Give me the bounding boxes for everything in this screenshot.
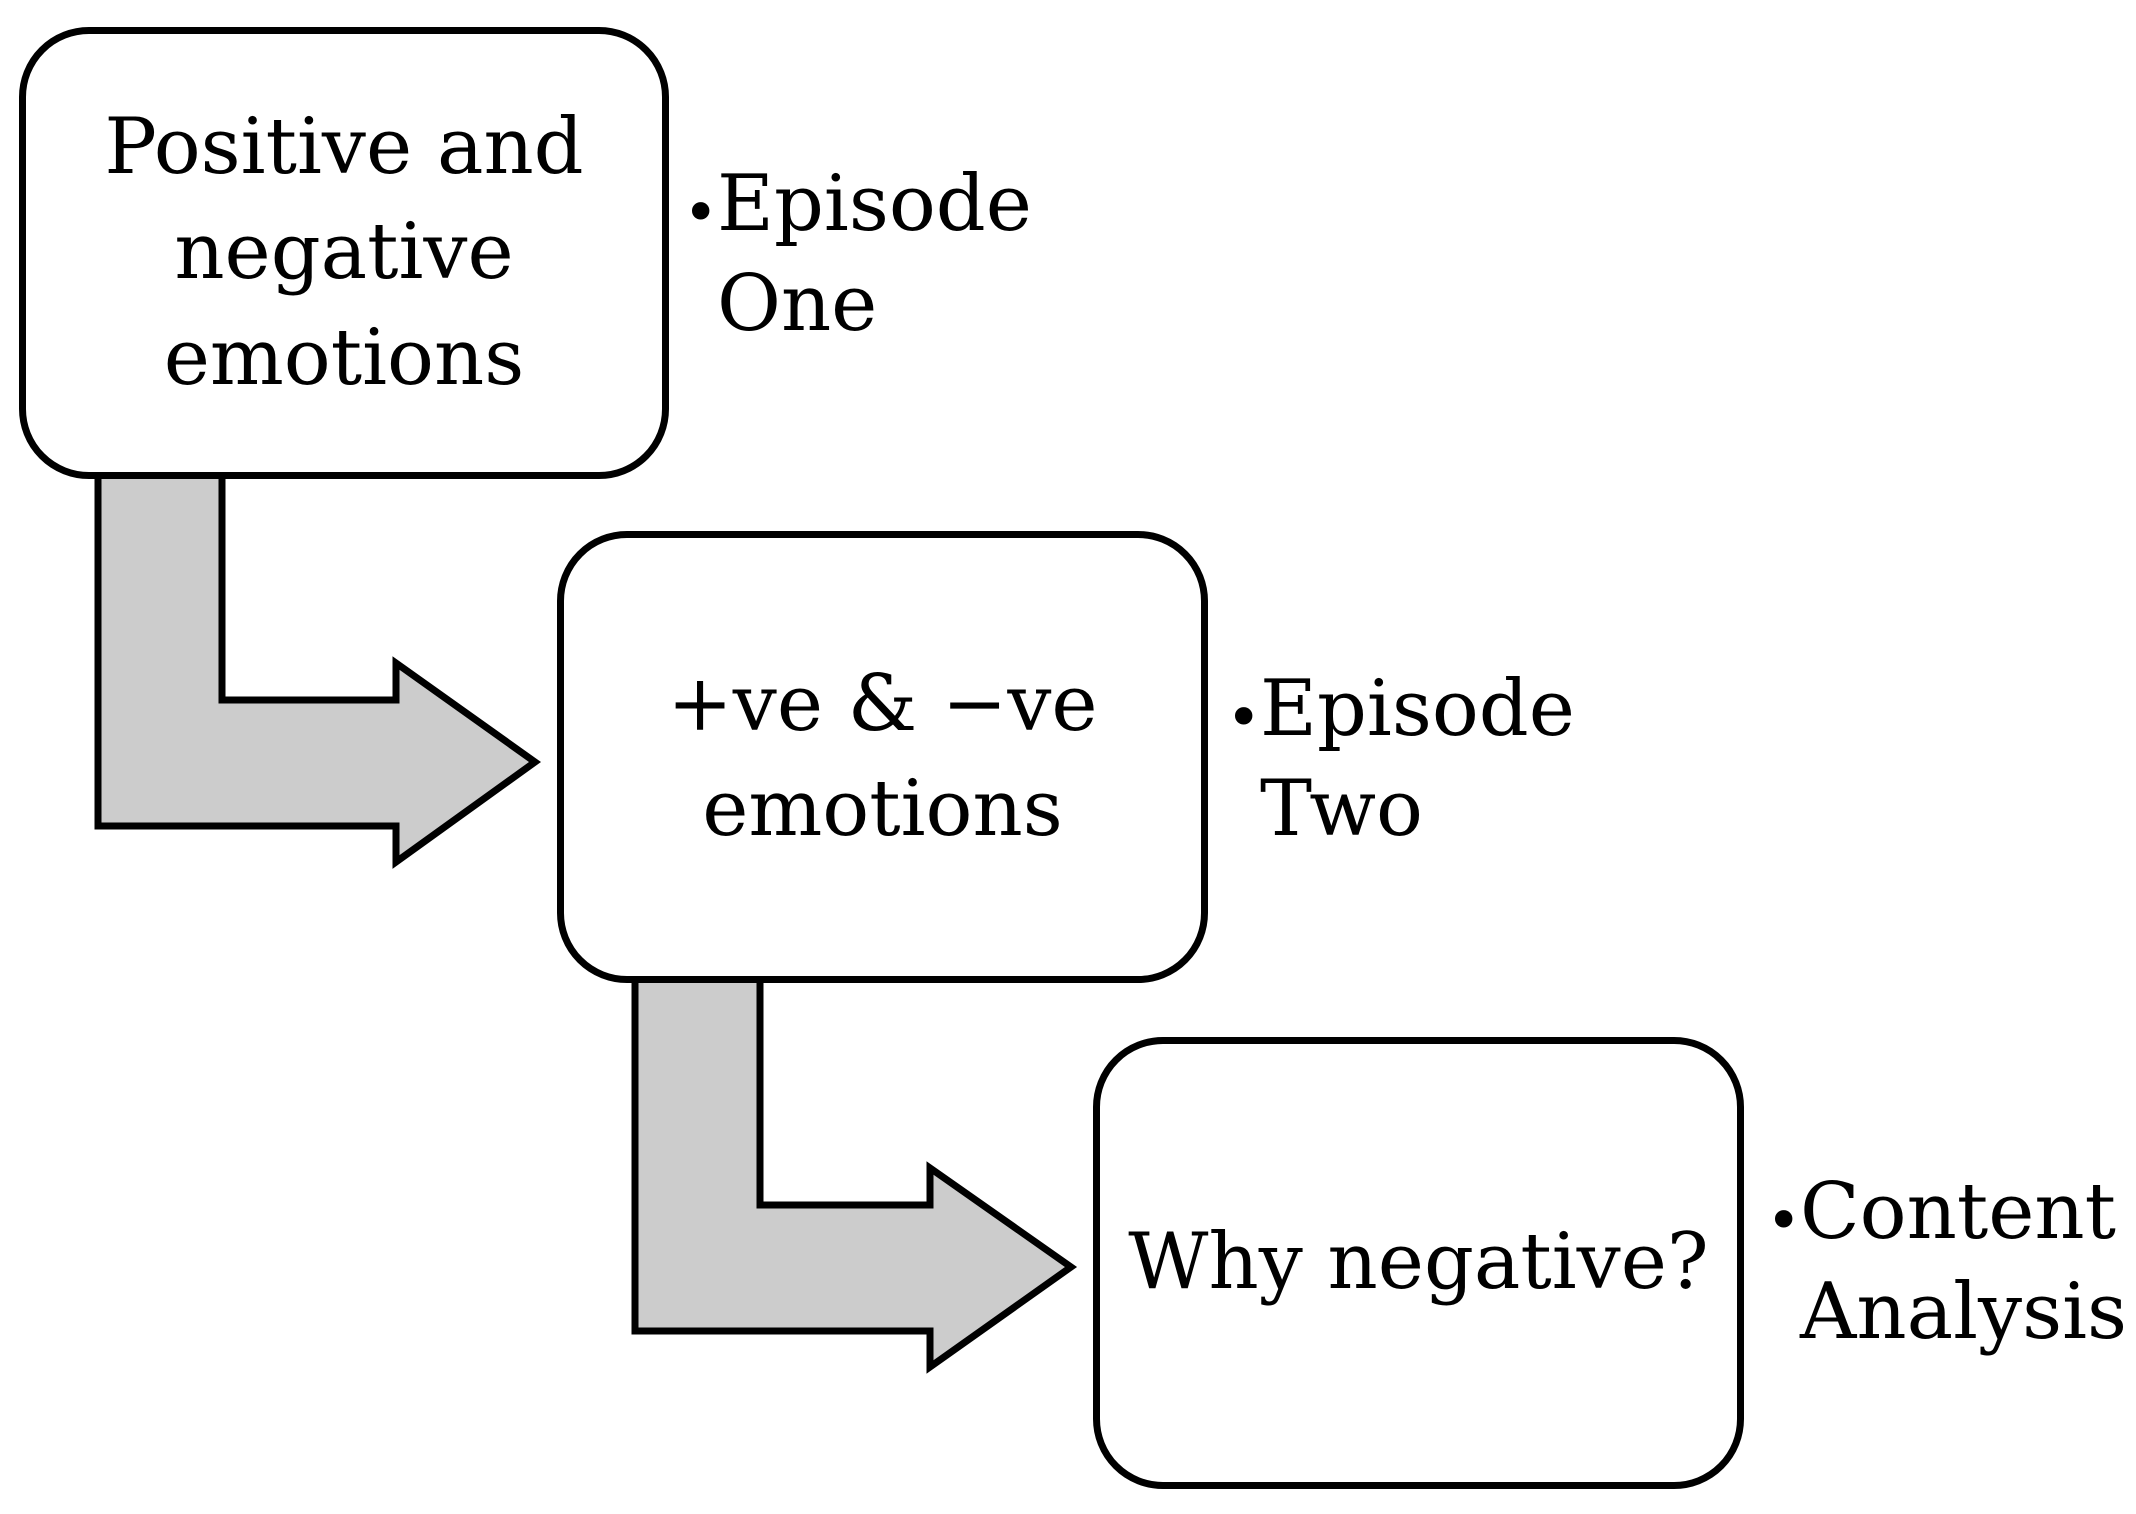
step-box-2-text: +ve & −ve emotions: [667, 658, 1098, 854]
bullet-icon: •: [1766, 1186, 1802, 1256]
step-note-2-line-1: Episode: [1260, 664, 1575, 754]
step-note-1-line-2: One: [717, 258, 878, 349]
step-box-2: +ve & −ve emotions: [557, 531, 1208, 983]
step-box-3-text: Why negative?: [1128, 1217, 1709, 1308]
bullet-icon: •: [1226, 683, 1262, 753]
step-note-3: • Content Analysis: [1766, 1163, 2128, 1363]
step-note-1-line-1: Episode: [717, 159, 1032, 249]
step-note-3-line-1: Content: [1800, 1167, 2116, 1257]
bent-arrow-2: [631, 969, 1078, 1374]
bent-arrow-1: [94, 464, 542, 869]
step-box-1: Positive and negative emotions: [19, 27, 669, 479]
step-box-3: Why negative?: [1093, 1037, 1744, 1489]
step-note-2: • Episode Two: [1226, 660, 1575, 860]
step-note-2-line-2: Two: [1260, 763, 1423, 854]
step-note-1: • Episode One: [683, 155, 1032, 355]
step-note-3-line-2: Analysis: [1800, 1266, 2128, 1357]
step-box-1-text: Positive and negative emotions: [104, 102, 584, 403]
bullet-icon: •: [683, 178, 719, 248]
